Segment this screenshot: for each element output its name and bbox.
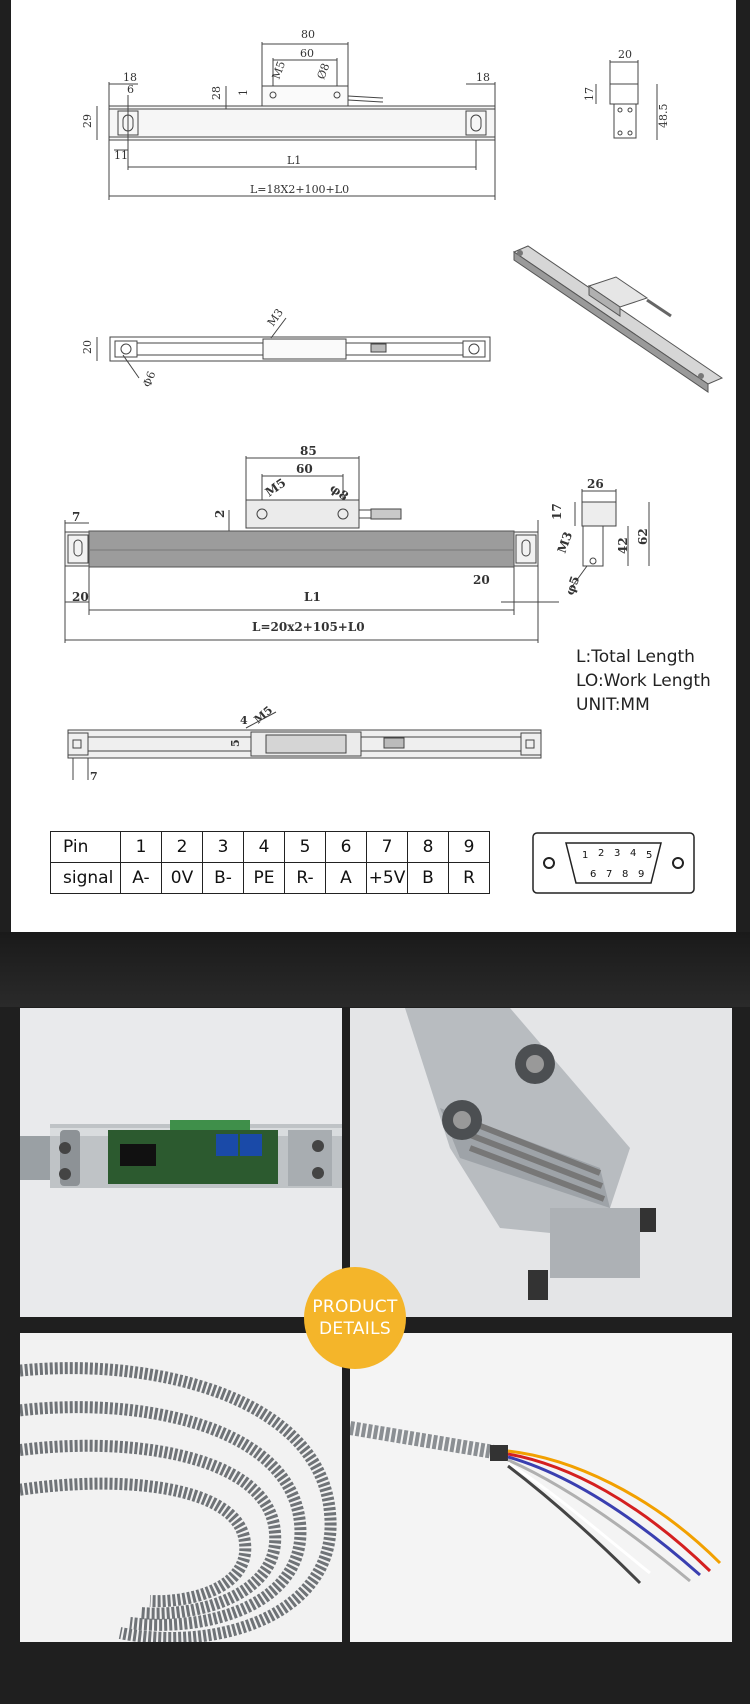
dim-label: M3 — [265, 306, 286, 328]
dim-label: M5 — [263, 476, 289, 500]
pin-header: Pin — [50, 831, 121, 863]
dim-label: L1 — [304, 590, 321, 604]
db9-pin-number: 1 — [582, 850, 588, 861]
signal-value: B- — [202, 862, 244, 894]
dim-label: 48.5 — [657, 104, 670, 129]
db9-pin-number: 6 — [590, 869, 596, 880]
pin-number: 9 — [448, 831, 490, 863]
drawing-a-labels: 80 60 M5 Ø8 18 6 18 29 28 1 11 L1 L=18X2… — [81, 28, 490, 196]
signal-value: 0V — [161, 862, 203, 894]
photo-armored-cable-coil — [20, 1333, 342, 1642]
dim-label: 7 — [72, 510, 80, 524]
dim-label: Φ6 — [141, 370, 159, 390]
pin-number: 7 — [366, 831, 408, 863]
dim-label: 2 — [213, 510, 227, 518]
drawing-a-front-view — [96, 42, 496, 200]
dimension-drawings: 80 60 M5 Ø8 18 6 18 29 28 1 11 L1 L=18X2… — [64, 28, 724, 894]
drawing-a-side-labels: 20 17 48.5 — [583, 48, 670, 128]
badge-line-2: DETAILS — [319, 1319, 391, 1339]
db9-pin-number: 3 — [614, 848, 620, 859]
dim-label: 20 — [618, 48, 632, 61]
db9-pin-number: 9 — [638, 869, 644, 880]
dim-label: 18 — [123, 71, 137, 84]
drawing-a-top-labels: M3 20 Φ6 — [81, 306, 286, 389]
drawing-b-side-view — [570, 489, 650, 589]
signal-value: R — [448, 862, 490, 894]
dim-label: 6 — [127, 83, 134, 96]
signal-value: A — [325, 862, 367, 894]
dim-label: 26 — [587, 477, 604, 491]
dim-label: 1 — [237, 89, 250, 96]
db9-pin-number: 8 — [622, 869, 628, 880]
pin-number: 1 — [120, 831, 162, 863]
pin-number: 4 — [243, 831, 285, 863]
pin-number: 3 — [202, 831, 244, 863]
drawing-a-side-view — [595, 60, 658, 140]
dim-label: 4 — [240, 714, 248, 727]
legend-total-length: L:Total Length — [576, 647, 695, 667]
pin-number: 8 — [407, 831, 449, 863]
dim-label: L=18X2+100+L0 — [250, 183, 349, 196]
dim-label: φ5 — [563, 574, 583, 597]
technical-drawing-sheet: 80 60 M5 Ø8 18 6 18 29 28 1 11 L1 L=18X2… — [11, 0, 736, 932]
dim-label: Ø8 — [315, 62, 333, 82]
dim-label: L1 — [287, 154, 301, 167]
dim-label: 5 — [229, 739, 242, 747]
db9-connector-diagram — [532, 832, 695, 894]
pin-number: 5 — [284, 831, 326, 863]
db9-pin-number: 5 — [646, 850, 652, 861]
dim-label: 80 — [301, 28, 315, 41]
dim-label: 60 — [296, 462, 313, 476]
dim-label: M3 — [555, 530, 576, 555]
table-row: signal A- 0V B- PE R- A +5V B R — [50, 862, 490, 894]
db9-pin-numbers: 1 2 3 4 5 6 7 8 9 — [582, 848, 652, 880]
signal-value: +5V — [366, 862, 408, 894]
dim-label: 7 — [90, 770, 98, 783]
pin-signal-table: Pin 1 2 3 4 5 6 7 8 9 signal A- 0V B- PE… — [50, 831, 490, 894]
db9-pin-number: 4 — [630, 848, 636, 859]
db9-pin-number: 2 — [598, 848, 604, 859]
section-divider — [0, 932, 750, 1007]
dim-label: 85 — [300, 444, 317, 458]
dim-label: 28 — [210, 86, 223, 100]
dim-label: 42 — [616, 537, 630, 554]
dim-label: 17 — [583, 87, 596, 101]
table-row: Pin 1 2 3 4 5 6 7 8 9 — [50, 831, 490, 863]
legend-work-length: LO:Work Length — [576, 671, 711, 691]
photo-db9-connector-housing — [350, 1008, 732, 1317]
dim-label: 29 — [81, 114, 94, 128]
legend-unit: UNIT:MM — [576, 695, 650, 715]
dim-label: 20 — [473, 573, 490, 587]
drawing-a-top-view — [96, 317, 491, 379]
dim-label: 17 — [550, 503, 564, 520]
dim-label: L=20x2+105+L0 — [252, 620, 365, 634]
dim-label: 20 — [81, 340, 94, 354]
db9-pin-number: 7 — [606, 869, 612, 880]
signal-value: B — [407, 862, 449, 894]
dim-label: 20 — [72, 590, 89, 604]
dim-label: 11 — [114, 149, 128, 162]
dim-label: 60 — [300, 47, 314, 60]
drawing-b-front-view — [64, 456, 559, 643]
drawing-b-top-view — [67, 711, 542, 780]
dim-label: 18 — [476, 71, 490, 84]
drawing-b-labels: 85 60 M5 φ8 7 2 20 20 L1 L=20x2+105+L0 — [72, 444, 490, 634]
photo-reader-head-circuit — [20, 1008, 342, 1317]
signal-header: signal — [50, 862, 121, 894]
dimension-legend: L:Total Length LO:Work Length UNIT:MM — [576, 645, 711, 717]
scale-isometric-render — [512, 245, 724, 393]
signal-value: PE — [243, 862, 285, 894]
signal-value: A- — [120, 862, 162, 894]
drawing-b-side-labels: 26 17 M3 42 62 φ5 — [550, 477, 650, 597]
badge-line-1: PRODUCT — [312, 1297, 398, 1317]
photo-cable-wires — [350, 1333, 732, 1642]
product-details-badge: PRODUCT DETAILS — [304, 1267, 406, 1369]
dim-label: 62 — [636, 528, 650, 545]
pin-number: 2 — [161, 831, 203, 863]
dim-label: M5 — [270, 59, 288, 81]
signal-value: R- — [284, 862, 326, 894]
pin-number: 6 — [325, 831, 367, 863]
